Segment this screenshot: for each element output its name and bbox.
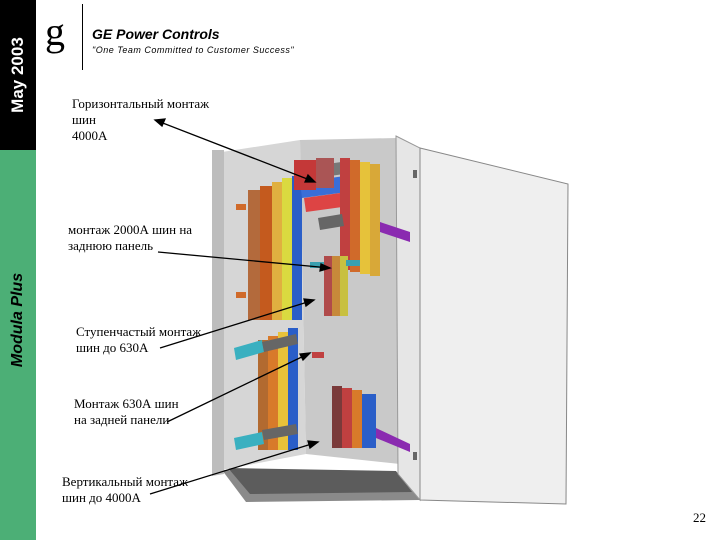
busbar-yellow bbox=[272, 182, 282, 320]
label-rear-2000a: монтаж 2000А шин на заднюю панель bbox=[68, 222, 193, 253]
callout-arrow-rear630 bbox=[166, 352, 311, 423]
company-name: GE Power Controls bbox=[92, 26, 220, 42]
callout-arrow-horizontal bbox=[154, 119, 316, 183]
busbar-lower-red bbox=[342, 388, 352, 448]
busbar-blue bbox=[292, 176, 302, 320]
busbar-gray-bracket bbox=[262, 424, 298, 440]
busbar-stepped-blue bbox=[288, 328, 298, 450]
door-hinge bbox=[413, 452, 417, 460]
busbar-orange-vertical bbox=[350, 160, 360, 272]
cabinet-floor-inner bbox=[228, 468, 412, 494]
busbar-orange bbox=[260, 186, 272, 320]
busbar-cyan-horizontal bbox=[234, 340, 264, 360]
busbar-tab bbox=[236, 204, 246, 210]
label-stepped-630a: Ступенчастый монтаж шин до 630А bbox=[76, 324, 202, 355]
busbar-small-yellow bbox=[340, 256, 348, 316]
arrowhead bbox=[307, 440, 320, 450]
busbar-maroon-block bbox=[316, 158, 334, 188]
busbar-teal-tab bbox=[310, 262, 324, 268]
busbar-yellow-vertical bbox=[360, 162, 370, 274]
door-hinge bbox=[413, 170, 417, 178]
busbar-teal-tab bbox=[346, 260, 360, 266]
busbar-purple bbox=[380, 222, 410, 242]
callout-arrow-rear2000 bbox=[157, 251, 331, 269]
arrowhead bbox=[298, 352, 312, 362]
busbar-lower-blue bbox=[362, 394, 376, 448]
busbar-stepped-brown bbox=[258, 340, 268, 450]
logo-divider bbox=[82, 4, 83, 70]
busbar-yellow-light bbox=[282, 178, 292, 320]
date-block: May 2003 bbox=[0, 0, 36, 150]
label-vertical-4000a: Вертикальный монтаж шин до 4000А bbox=[62, 474, 189, 505]
busbar-red-tab bbox=[312, 352, 324, 358]
label-horizontal-busbar: Горизонтальный монтаж шин 4000А bbox=[72, 96, 210, 143]
cabinet-frame-left bbox=[212, 150, 224, 476]
busbar-small-orange bbox=[332, 256, 340, 316]
callout-arrow-vertical bbox=[149, 441, 319, 495]
cabinet-door bbox=[419, 147, 569, 505]
busbar-gray-bracket bbox=[318, 214, 344, 230]
arrowhead bbox=[153, 118, 167, 128]
busbar-stepped-yellow bbox=[278, 332, 288, 450]
busbar-brown bbox=[248, 190, 260, 320]
label-rear-630a: Монтаж 630А шин на задней панели bbox=[74, 396, 179, 427]
busbar-lower-purple bbox=[376, 428, 410, 452]
busbar-lower-maroon bbox=[332, 386, 342, 448]
ge-logo: g bbox=[45, 9, 65, 54]
busbar-lower-orange bbox=[352, 390, 362, 448]
busbar-tab bbox=[236, 292, 246, 298]
busbar-gray-bracket bbox=[262, 334, 298, 352]
busbar-stepped-orange bbox=[268, 336, 278, 450]
company-tagline: "One Team Committed to Customer Success" bbox=[92, 45, 295, 55]
page-number: 22 bbox=[693, 510, 706, 525]
arrowhead bbox=[303, 298, 316, 308]
arrowhead bbox=[304, 173, 317, 183]
busbar-small-red bbox=[324, 256, 332, 316]
busbar-gold-vertical bbox=[370, 164, 380, 276]
callout-arrow-stepped bbox=[159, 299, 315, 349]
arrowhead bbox=[319, 263, 332, 272]
busbar-cyan-horizontal bbox=[234, 432, 264, 450]
busbar-red-vertical bbox=[340, 158, 350, 270]
